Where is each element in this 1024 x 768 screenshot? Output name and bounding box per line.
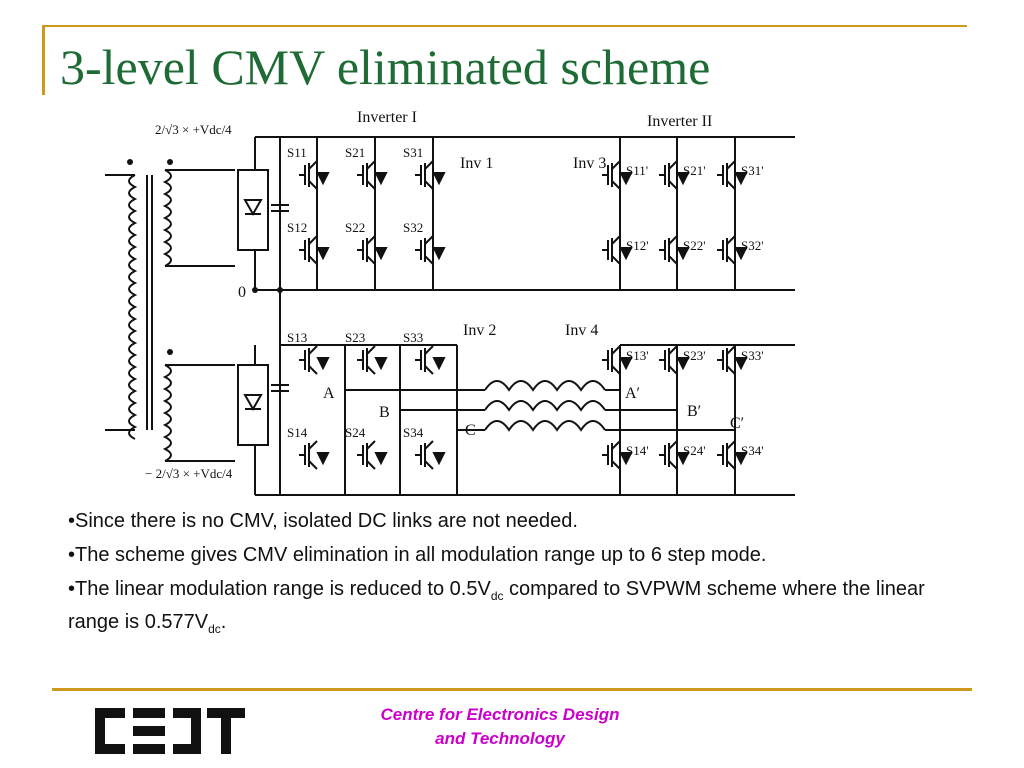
inductor-b (484, 400, 606, 412)
node-a-label: A (323, 385, 335, 402)
switch-right-0-2 (717, 160, 748, 190)
switch-left-3-1 (357, 440, 388, 470)
switch-label-right-3-0: S14' (626, 443, 649, 458)
switch-right-0-1 (659, 160, 690, 190)
secondary-coil-bottom (162, 364, 172, 462)
switch-label-left-2-0: S13 (287, 330, 307, 345)
inv-2-label: Inv 2 (463, 322, 496, 339)
switch-left-2-1 (357, 345, 388, 375)
switch-label-right-0-2: S31' (741, 163, 764, 178)
switch-label-left-3-1: S24 (345, 425, 366, 440)
node-a-prime-label: A′ (625, 385, 640, 402)
switch-left-1-0 (299, 235, 330, 265)
switch-label-right-3-1: S24' (683, 443, 706, 458)
switch-left-2-0 (299, 345, 330, 375)
inv-4-label: Inv 4 (565, 322, 598, 339)
switch-label-left-0-0: S11 (287, 145, 307, 160)
node-b-prime-label: B′ (687, 403, 701, 420)
switch-left-3-2 (415, 440, 446, 470)
switch-left-1-2 (415, 235, 446, 265)
inductor-c (484, 420, 606, 432)
footer-org-name: Centre for Electronics Design and Techno… (340, 703, 660, 751)
switch-label-right-3-2: S34' (741, 443, 764, 458)
supply-bottom-label: − 2/√3 × +Vdc/4 (145, 466, 233, 481)
inv-1-label: Inv 1 (460, 155, 493, 172)
rectifier-bottom (237, 364, 269, 446)
inductor-a (484, 380, 606, 392)
cedt-logo (93, 700, 248, 762)
footer-line-1: Centre for Electronics Design (380, 705, 620, 724)
switch-label-right-1-0: S12' (626, 238, 649, 253)
switch-label-left-2-1: S23 (345, 330, 365, 345)
switch-label-right-2-2: S33' (741, 348, 764, 363)
switch-label-right-2-1: S23' (683, 348, 706, 363)
switch-label-right-1-1: S22' (683, 238, 706, 253)
switch-label-right-0-0: S11' (626, 163, 648, 178)
bullet-3: •The linear modulation range is reduced … (68, 578, 925, 636)
switch-label-left-1-1: S22 (345, 220, 365, 235)
switch-left-0-1 (357, 160, 388, 190)
switch-label-left-3-0: S14 (287, 425, 308, 440)
supply-top-label: 2/√3 × +Vdc/4 (155, 122, 232, 137)
switch-right-2-1 (659, 345, 690, 375)
switch-right-1-1 (659, 235, 690, 265)
switch-left-2-2 (415, 345, 446, 375)
node-b-label: B (379, 404, 390, 421)
switch-label-left-0-2: S31 (403, 145, 423, 160)
rectifier-top (237, 169, 269, 251)
title-frame (42, 25, 967, 95)
inverter-2-label: Inverter II (647, 113, 712, 130)
switch-left-0-2 (415, 160, 446, 190)
switch-label-right-0-1: S21' (683, 163, 706, 178)
node-c-label: C (465, 422, 476, 439)
inverter-1-label: Inverter I (357, 109, 417, 126)
switch-label-right-2-0: S13' (626, 348, 649, 363)
switch-right-2-2 (717, 345, 748, 375)
circuit-diagram: Inverter I Inverter II Inv 1 Inv 2 Inv 3… (95, 100, 795, 505)
switch-label-left-1-0: S12 (287, 220, 307, 235)
bullet-2: •The scheme gives CMV elimination in all… (68, 544, 767, 566)
node-0-label: 0 (238, 284, 246, 301)
switch-right-3-1 (659, 440, 690, 470)
secondary-coil-top (162, 169, 172, 267)
bullet-list: •Since there is no CMV, isolated DC link… (68, 508, 948, 650)
switch-left-3-0 (299, 440, 330, 470)
switch-right-3-2 (717, 440, 748, 470)
node-c-prime-label: C′ (730, 415, 744, 432)
switch-label-right-1-2: S32' (741, 238, 764, 253)
circuit-svg: Inverter I Inverter II Inv 1 Inv 2 Inv 3… (105, 109, 795, 496)
switch-left-1-1 (357, 235, 388, 265)
switch-label-left-3-2: S34 (403, 425, 424, 440)
switch-label-left-2-2: S33 (403, 330, 423, 345)
switch-right-1-0 (602, 235, 633, 265)
switch-right-3-0 (602, 440, 633, 470)
switch-right-2-0 (602, 345, 633, 375)
switch-left-0-0 (299, 160, 330, 190)
inv-3-label: Inv 3 (573, 155, 606, 172)
transformer-primary-coil (128, 174, 138, 440)
switch-label-left-0-1: S21 (345, 145, 365, 160)
switch-right-0-0 (602, 160, 633, 190)
switch-label-left-1-2: S32 (403, 220, 423, 235)
bullet-1: •Since there is no CMV, isolated DC link… (68, 510, 578, 532)
footer-line-2: and Technology (435, 729, 565, 748)
footer-rule (52, 688, 972, 691)
switch-right-1-2 (717, 235, 748, 265)
slide-title: 3-level CMV eliminated scheme (60, 39, 711, 95)
